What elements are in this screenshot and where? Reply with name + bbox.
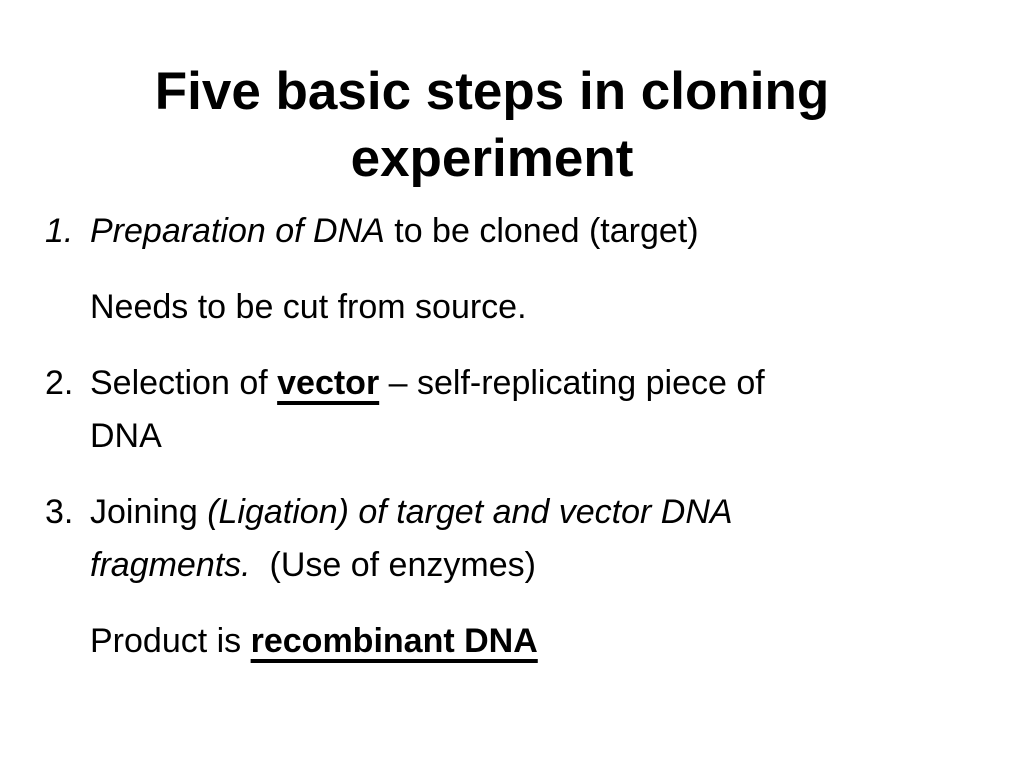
item-3-italic-line-1: (Ligation) of target and vector DNA xyxy=(207,493,733,531)
slide-body: 1. Preparation of DNA to be cloned (targ… xyxy=(0,205,1024,668)
title-line-1: Five basic steps in cloning xyxy=(154,62,830,121)
item-3-suffix-run: (Use of enzymes) xyxy=(250,546,536,584)
product-line: Product is recombinant DNA xyxy=(90,615,984,668)
item-3-number: 3. xyxy=(45,493,74,531)
item-3-text: Joining (Ligation) of target and vector … xyxy=(90,486,984,592)
item-1-italic-run: Preparation of DNA xyxy=(90,212,385,250)
item-1-number: 1. xyxy=(45,212,74,250)
item-3-prefix-run: Joining xyxy=(90,493,208,531)
item-1-text: Preparation of DNA to be cloned (target) xyxy=(90,205,984,258)
product-line-prefix: Product is xyxy=(90,622,251,660)
item-1-subline-text: Needs to be cut from source. xyxy=(90,288,527,326)
list-item-1: 1. Preparation of DNA to be cloned (targ… xyxy=(45,205,984,258)
item-2-number: 2. xyxy=(45,364,74,402)
item-2-rest-run: – self-replicating piece of xyxy=(379,364,765,402)
item-1-regular-run: to be cloned (target) xyxy=(384,212,699,250)
item-2-text: Selection of vector – self-replicating p… xyxy=(90,357,984,463)
title-line-2: experiment xyxy=(350,129,634,188)
item-2-line-2: DNA xyxy=(90,417,162,455)
list-item-2: 2. Selection of vector – self-replicatin… xyxy=(45,357,984,463)
product-line-keyword: recombinant DNA xyxy=(250,622,538,660)
list-item-3: 3. Joining (Ligation) of target and vect… xyxy=(45,486,984,592)
list-item-1-subline: Needs to be cut from source. xyxy=(90,281,984,334)
slide-title: Five basic steps in cloning experiment xyxy=(0,0,1024,192)
item-2-keyword: vector xyxy=(277,364,380,402)
item-2-prefix-run: Selection of xyxy=(90,364,278,402)
item-3-italic-line-2: fragments. xyxy=(90,546,251,584)
